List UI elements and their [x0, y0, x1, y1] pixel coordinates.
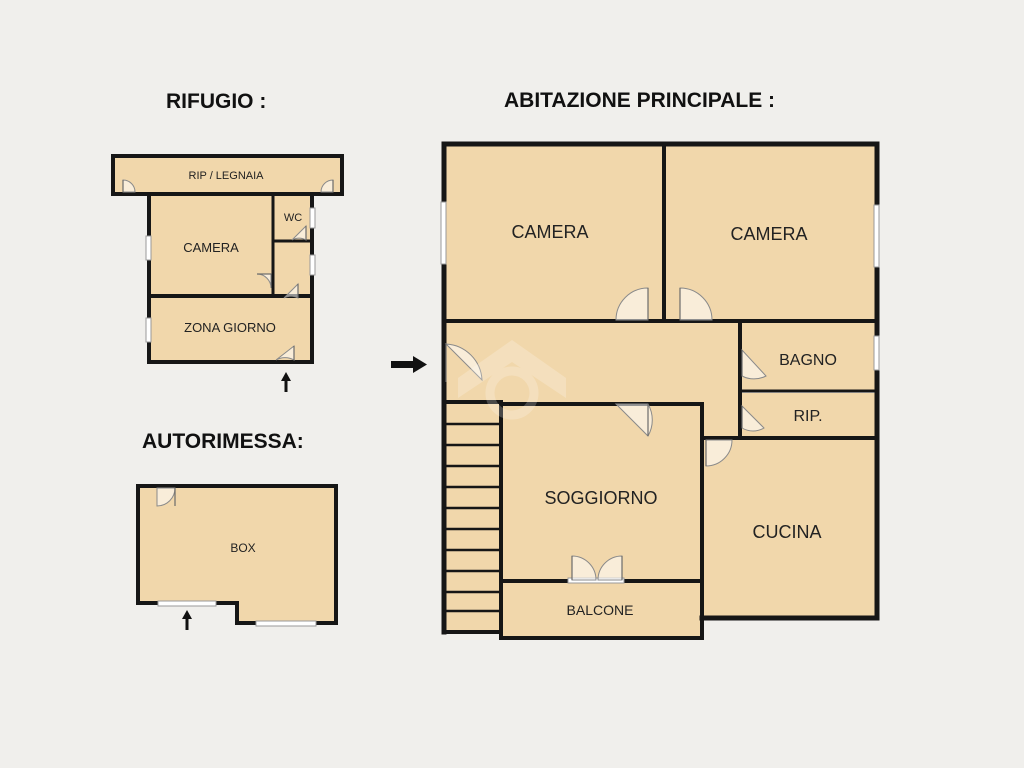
arrow-icon	[182, 610, 192, 630]
door	[615, 287, 649, 321]
plan-rifugio: RIP / LEGNAIA WC CAMERA ZONA GIORNO	[111, 154, 344, 392]
room-camera-2	[666, 146, 875, 320]
label-zona-giorno: ZONA GIORNO	[184, 320, 276, 335]
walls-autorimessa	[136, 484, 338, 625]
door	[122, 179, 136, 193]
window	[145, 317, 152, 343]
room-camera-1	[446, 146, 662, 320]
arrow-icon	[281, 372, 291, 392]
door	[320, 179, 334, 193]
label-camera-rifugio: CAMERA	[183, 240, 239, 255]
door	[291, 224, 307, 241]
door	[275, 344, 295, 361]
window	[145, 235, 152, 261]
door	[679, 287, 713, 321]
label-wc: WC	[284, 212, 302, 224]
window	[255, 620, 317, 627]
room-zona-giorno	[150, 297, 312, 361]
plan-autorimessa: BOX	[136, 484, 338, 630]
room-scala	[446, 402, 500, 632]
room-soggiorno	[502, 404, 700, 580]
door	[705, 439, 733, 467]
label-rip: RIP.	[793, 408, 822, 425]
room-link	[702, 437, 740, 617]
door	[444, 343, 483, 382]
walls-abitazione	[441, 141, 880, 640]
window	[440, 201, 447, 265]
window	[873, 335, 880, 371]
room-balcone	[502, 583, 700, 637]
door	[614, 403, 653, 437]
door	[597, 555, 623, 581]
room-camera-rifugio	[150, 196, 272, 294]
room-rip-legnaia	[113, 156, 342, 194]
heading-rifugio: RIFUGIO :	[166, 90, 266, 113]
door	[156, 487, 176, 507]
arrow-icon	[391, 356, 427, 373]
label-camera-2: CAMERA	[730, 224, 807, 244]
door	[741, 404, 765, 432]
room-disimpegno	[274, 242, 312, 294]
label-box: BOX	[230, 541, 255, 555]
door	[256, 273, 272, 289]
heading-autorimessa: AUTORIMESSA:	[142, 430, 304, 453]
window	[309, 207, 316, 229]
label-camera-1: CAMERA	[511, 222, 588, 242]
label-soggiorno: SOGGIORNO	[544, 488, 657, 508]
room-box	[138, 486, 336, 623]
label-balcone: BALCONE	[567, 602, 634, 618]
stairs	[444, 422, 502, 613]
window	[873, 204, 880, 268]
label-rip-legnaia: RIP / LEGNAIA	[189, 170, 265, 182]
door	[571, 555, 597, 581]
room-rip	[742, 393, 875, 437]
door	[741, 348, 767, 380]
window	[157, 600, 217, 607]
label-cucina: CUCINA	[752, 522, 821, 542]
window	[309, 254, 316, 276]
plan-abitazione: CAMERA CAMERA BAGNO RIP. SOGGIORNO CUCIN…	[391, 141, 880, 640]
label-bagno: BAGNO	[779, 352, 837, 369]
room-bagno	[742, 323, 875, 390]
heading-abitazione: ABITAZIONE PRINCIPALE :	[504, 89, 775, 112]
house-logo-watermark	[458, 340, 566, 420]
walls-rifugio	[111, 154, 344, 364]
door	[283, 282, 299, 299]
